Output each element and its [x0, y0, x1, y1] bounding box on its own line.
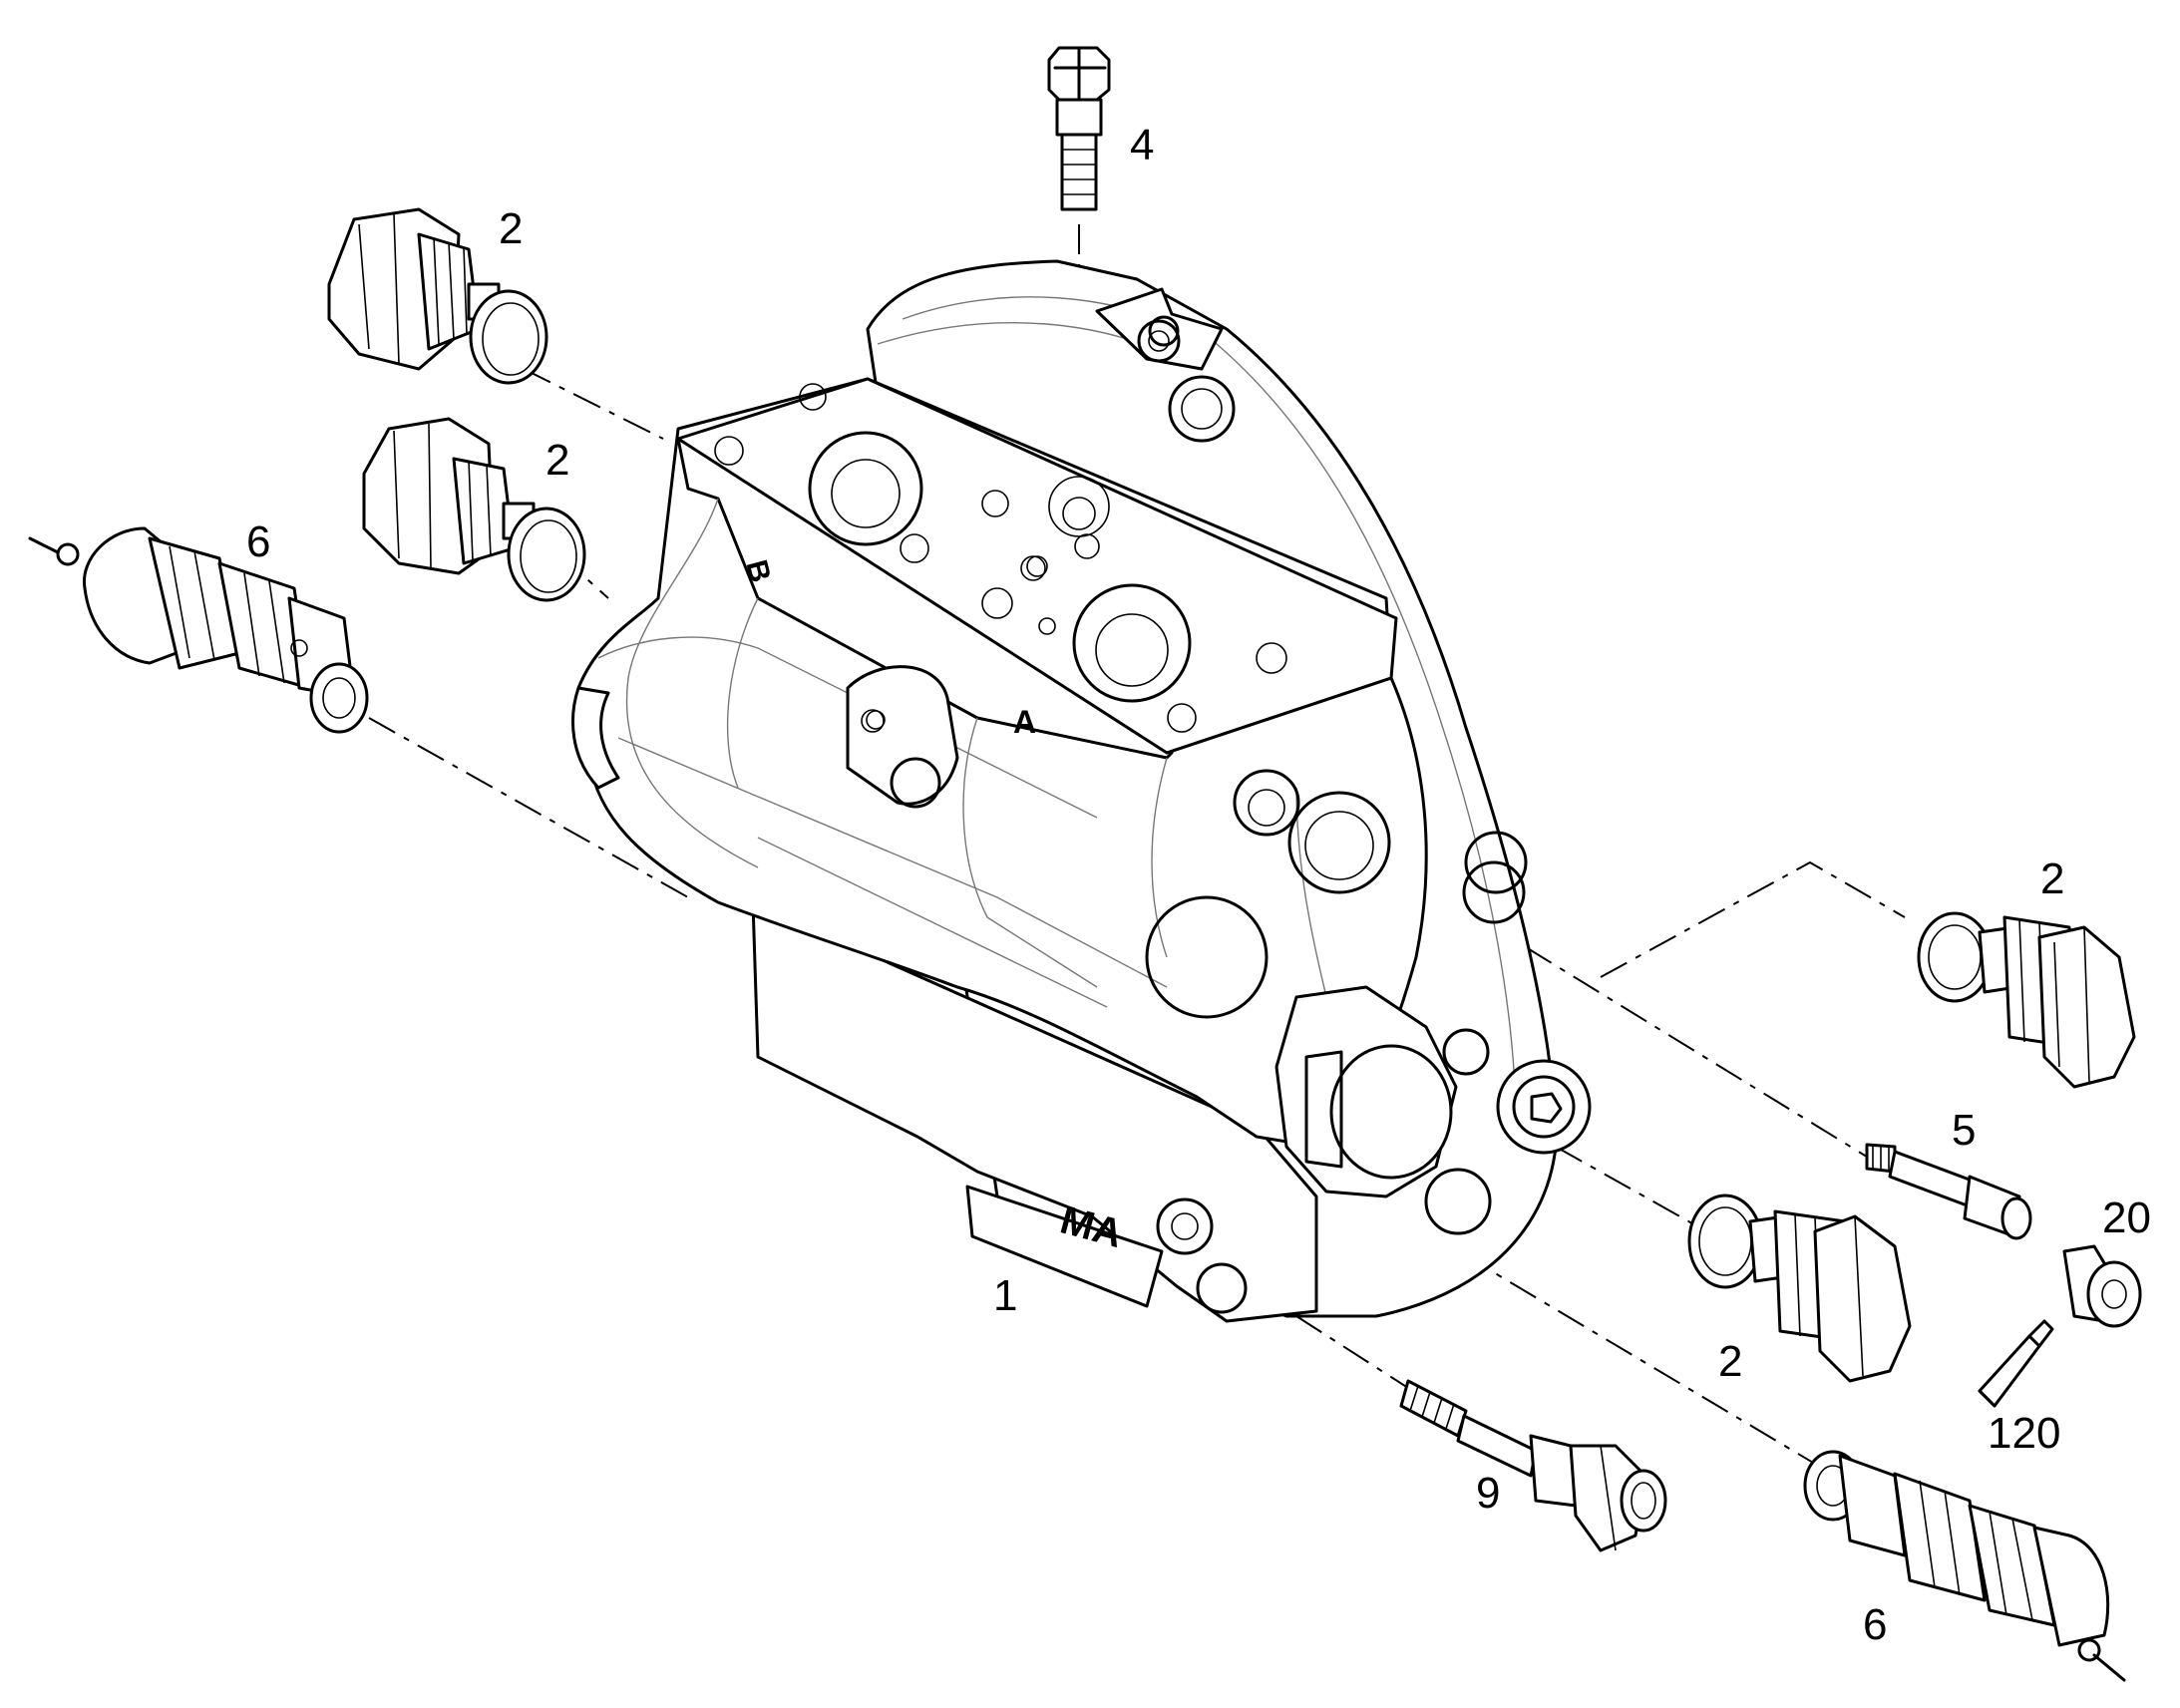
- part-6-cartridge-right: [1803, 1450, 2126, 1682]
- part-2-plug-top-left: [327, 207, 548, 385]
- part-20-screw-plug: [2062, 1244, 2142, 1328]
- part-2-plug-mid-left: [362, 417, 586, 602]
- label-5: 5: [1952, 1106, 1976, 1155]
- port-a-mark: A: [1013, 704, 1036, 740]
- part-2-plug-right: [1917, 911, 2136, 1089]
- part-2-plug-lower: [1687, 1194, 1912, 1383]
- part-number-labels: 2 2 4 6 2 5 20 1 2 120 9 6: [246, 121, 2151, 1649]
- label-6-left: 6: [246, 517, 270, 566]
- part-120-adhesive-tube: [1978, 1319, 2054, 1408]
- label-2-top-left: 2: [499, 204, 523, 253]
- valve-housing: [571, 259, 1592, 1323]
- part-5-valve-insert: [1865, 1143, 2032, 1240]
- part-6-cartridge-left: [28, 526, 369, 734]
- label-1: 1: [993, 1271, 1017, 1320]
- label-2-lower: 2: [1718, 1337, 1742, 1386]
- part-9-adjusting-screw: [1399, 1379, 1667, 1552]
- label-20: 20: [2102, 1194, 2151, 1242]
- label-2-right: 2: [2040, 854, 2064, 903]
- label-2-mid-left: 2: [545, 436, 569, 485]
- part-4-check-valve: [1047, 46, 1111, 211]
- label-9: 9: [1476, 1469, 1500, 1518]
- label-6-right: 6: [1863, 1600, 1887, 1649]
- label-120: 120: [1988, 1409, 2060, 1458]
- label-4: 4: [1130, 121, 1154, 170]
